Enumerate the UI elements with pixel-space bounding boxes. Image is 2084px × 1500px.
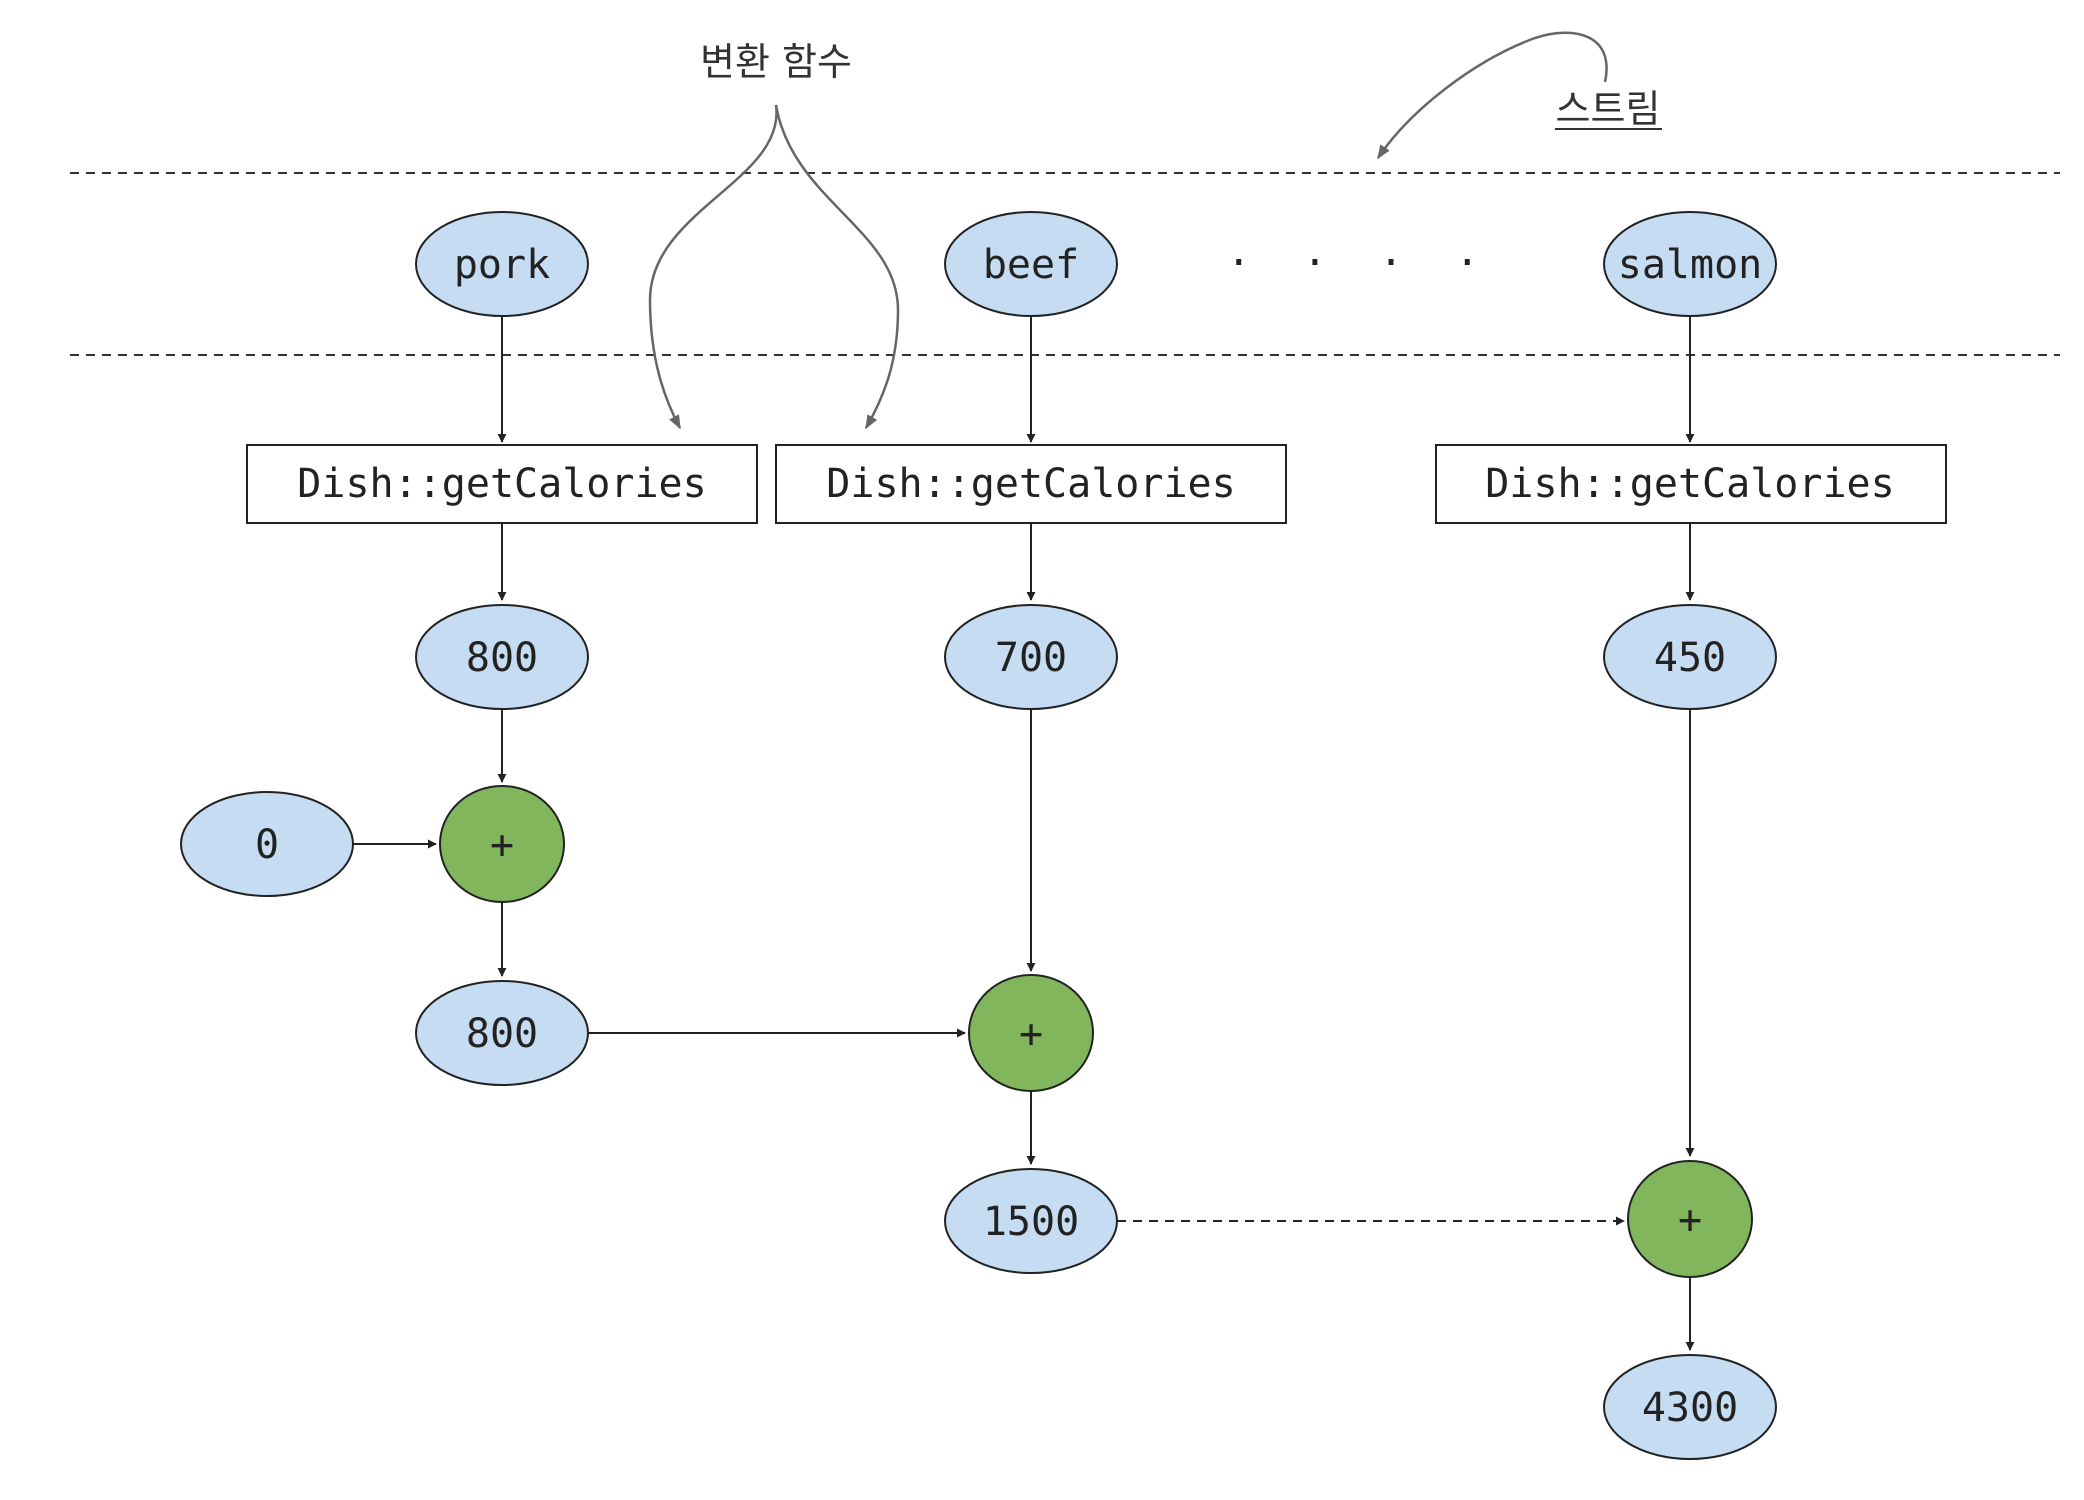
value-label: 450 xyxy=(1654,635,1726,681)
stream-label: 스트림 xyxy=(1556,87,1661,131)
value-sum-1: 800 xyxy=(415,980,589,1086)
stream-item-beef: beef xyxy=(944,211,1118,317)
value-label: 800 xyxy=(466,1011,538,1057)
value-label: 800 xyxy=(466,635,538,681)
stream-ellipsis: · · · · xyxy=(1227,240,1494,286)
stream-item-label: salmon xyxy=(1618,242,1763,288)
value-sum-2: 1500 xyxy=(944,1168,1118,1274)
value-initial: 0 xyxy=(180,791,354,897)
mapper-box-beef: Dish::getCalories xyxy=(775,444,1287,524)
transform-brace-right xyxy=(774,104,900,430)
stream-item-label: pork xyxy=(454,242,550,288)
stream-pointer xyxy=(1376,31,1608,160)
stream-item-pork: pork xyxy=(415,211,589,317)
value-result: 4300 xyxy=(1603,1354,1777,1460)
mapper-label: Dish::getCalories xyxy=(1485,461,1894,507)
plus-symbol: + xyxy=(490,822,514,868)
value-label: 700 xyxy=(995,635,1067,681)
value-salmon-calories: 450 xyxy=(1603,604,1777,710)
transform-function-label: 변환 함수 xyxy=(700,40,852,84)
plus-operator-2: + xyxy=(968,974,1094,1092)
plus-operator-3: + xyxy=(1627,1160,1753,1278)
stream-item-label: beef xyxy=(983,242,1079,288)
mapper-box-pork: Dish::getCalories xyxy=(246,444,758,524)
transform-brace-left xyxy=(648,104,778,430)
mapper-label: Dish::getCalories xyxy=(826,461,1235,507)
stream-item-salmon: salmon xyxy=(1603,211,1777,317)
plus-operator-1: + xyxy=(439,785,565,903)
value-label: 4300 xyxy=(1642,1385,1738,1431)
value-pork-calories: 800 xyxy=(415,604,589,710)
plus-symbol: + xyxy=(1678,1197,1702,1243)
mapper-box-salmon: Dish::getCalories xyxy=(1435,444,1947,524)
plus-symbol: + xyxy=(1019,1011,1043,1057)
value-label: 1500 xyxy=(983,1199,1079,1245)
value-label: 0 xyxy=(255,822,279,868)
mapper-label: Dish::getCalories xyxy=(297,461,706,507)
value-beef-calories: 700 xyxy=(944,604,1118,710)
